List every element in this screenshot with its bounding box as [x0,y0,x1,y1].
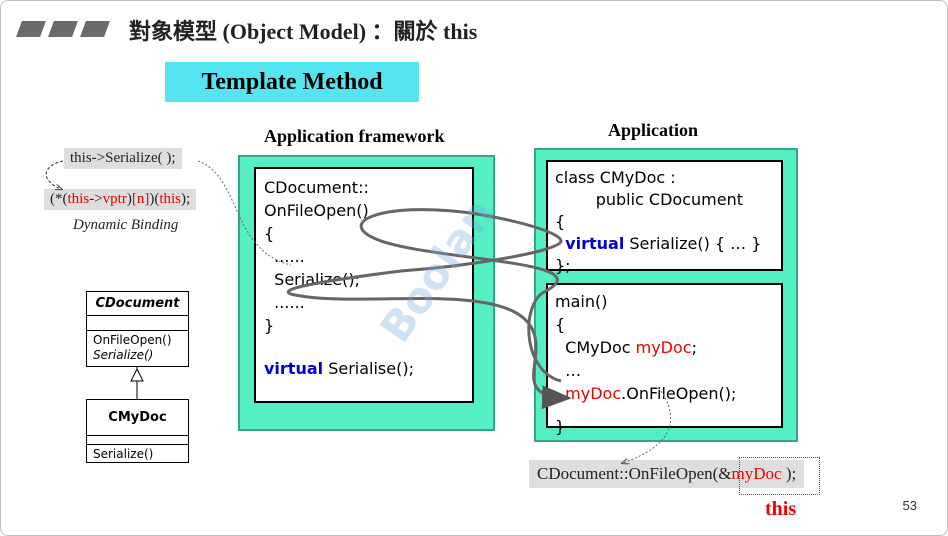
vcall-this2: this [159,191,182,207]
uml-base-name: CDocument [87,292,188,316]
code-fragment: .OnFileOpen(); [621,384,737,403]
dispatch-curve [286,208,572,410]
code-line: } [555,417,566,436]
code-line: public CDocument [555,190,743,209]
class-code: class CMyDoc : public CDocument { virtual… [555,167,761,277]
code-line: … [555,361,582,380]
code-line: myDoc.OnFileOpen(); [555,382,736,405]
uml-inheritance-arrow [130,367,144,399]
code-line: CMyDoc myDoc; [555,336,736,359]
uml-base-method: OnFileOpen() [93,333,172,347]
code-fragment: ; [691,338,697,357]
framework-heading: Application framework [264,126,445,146]
page-number: 53 [902,498,917,513]
framework-code-box: CDocument::OnFileOpen(){ ...... Serializ… [254,167,474,403]
serialize-call: this->Serialize( ); [64,148,182,169]
vcall-n: [n] [131,191,150,207]
code-line: { [555,315,566,334]
main-code: main(){ CMyDoc myDoc; … myDoc.OnFileOpen… [555,290,736,438]
code-line: main() [555,292,608,311]
this-highlight-box [739,457,820,495]
uml-derived-method: Serialize() [93,447,154,461]
vcall-this: this [67,191,90,207]
this-label: this [765,498,797,520]
framework-code: CDocument::OnFileOpen(){ ...... Serializ… [264,176,414,380]
mydoc-var: myDoc [635,338,692,357]
vcall-mid: ) [126,191,132,207]
code-line: } [264,316,275,335]
bottom-call-suffix: ); [781,464,797,483]
bottom-call-prefix: CDocument::OnFileOpen(& [537,464,732,483]
vcall-open: )( [149,191,160,207]
code-line: }; [555,256,571,275]
code-line: CDocument:: [264,178,369,197]
vptr-call: (*(this->vptr)[n])(this); [44,189,197,210]
main-code-box: main(){ CMyDoc myDoc; … myDoc.OnFileOpen… [546,283,783,436]
code-line-virtual: virtual Serialize() { … } [555,233,761,255]
template-method-label: Template Method [165,62,419,102]
page-title: 對象模型 (Object Model) ：關於 this [129,19,478,44]
code-line: { [555,212,566,231]
code-fragment: Serialize() { … } [624,234,762,253]
uml-derived-name: CMyDoc [87,400,188,436]
class-code-box: class CMyDoc : public CDocument { virtual… [546,160,783,275]
uml-base-methods: OnFileOpen() Serialize() [87,331,188,365]
code-line: class CMyDoc : [555,168,676,187]
mydoc-var: myDoc [565,384,622,403]
dotted-link-serialize [197,160,292,266]
code-line: { [264,224,275,243]
vcall-part: (*( [50,191,68,207]
serialize-call-text: this->Serialize( ); [70,150,176,166]
vcall-arrow: -> [89,191,103,207]
bottom-call: CDocument::OnFileOpen(&myDoc ); [529,460,805,488]
uml-class-cdocument: CDocument OnFileOpen() Serialize() [86,291,189,367]
code-line: Serialize(); [264,270,361,289]
code-line: ...... [264,247,305,266]
uml-base-method: Serialize() [93,348,154,362]
vcall-end: ); [181,191,191,207]
virtual-keyword: virtual [565,234,625,253]
application-heading: Application [608,120,699,140]
virtual-keyword: virtual [264,359,324,378]
code-line: ...... [264,293,305,312]
code-line: OnFileOpen() [264,201,369,220]
code-line-virtual: virtual Serialise(); [264,357,414,380]
bottom-call-arg: myDoc [731,464,782,483]
code-fragment: Serialise(); [323,359,414,378]
this-dotted-arrow [623,390,672,463]
uml-derived-methods: Serialize() [87,445,188,464]
code-fragment: CMyDoc [555,338,636,357]
vcall-vptr: vptr [102,191,127,207]
uml-class-cmydoc: CMyDoc Serialize() [86,399,189,463]
dynamic-binding-arrow [45,160,63,189]
dynamic-binding-caption: Dynamic Binding [73,217,179,233]
